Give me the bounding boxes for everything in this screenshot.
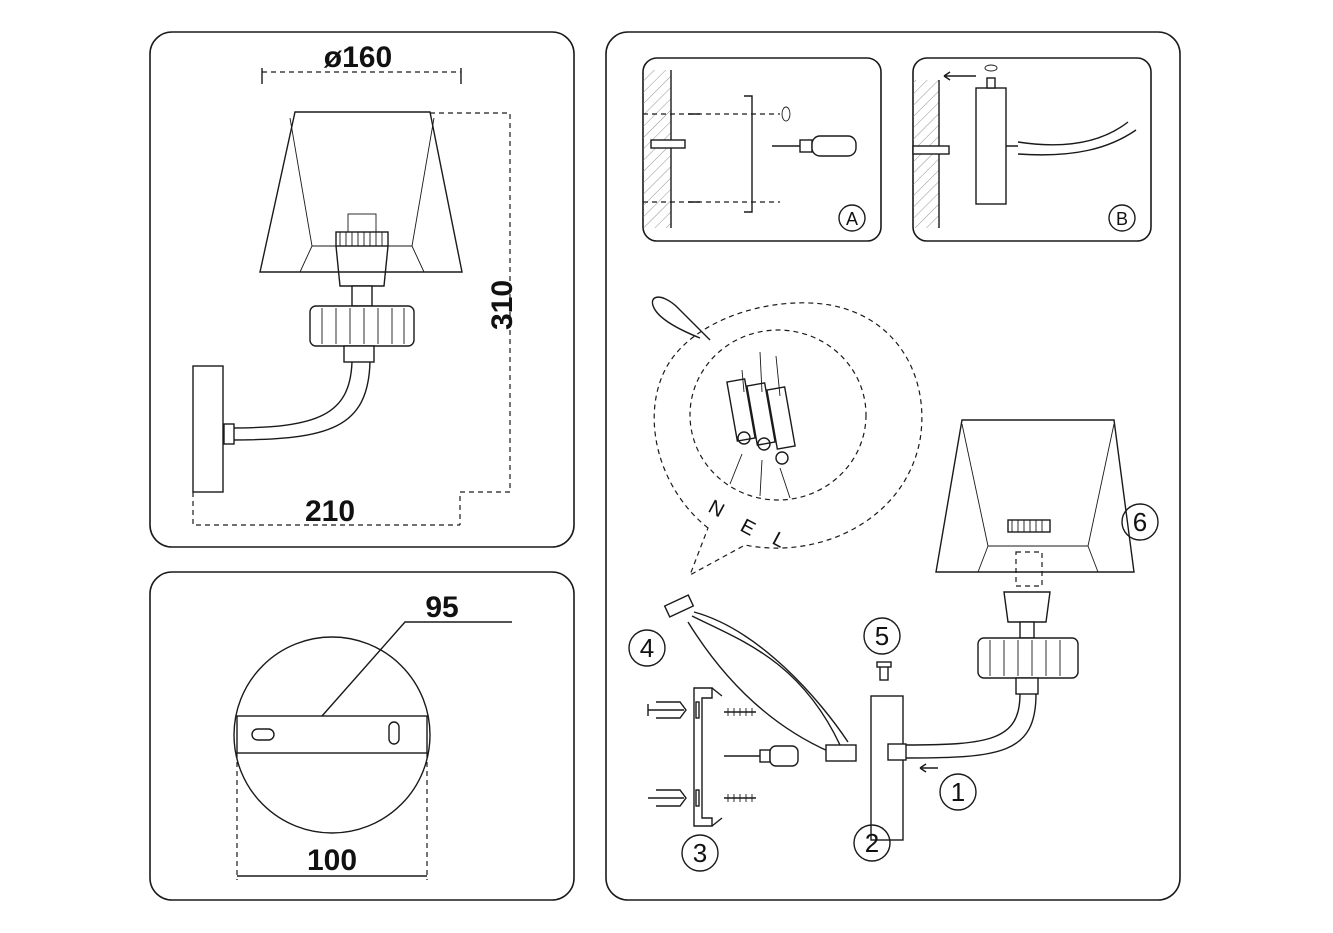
lamp-shade-side	[259, 111, 463, 273]
dimension-height-label: 310	[486, 280, 519, 330]
dimension-hole-spacing-label: 95	[425, 591, 458, 624]
detail-b: B	[912, 57, 1152, 242]
step-6-label: 6	[1133, 507, 1147, 537]
dimension-depth-label: 210	[305, 495, 355, 528]
step-3-bracket	[647, 687, 799, 827]
step-4-connector	[663, 594, 857, 762]
step-markers: 1 2 3 4 5 6	[628, 503, 1159, 872]
dimension-mount-width-label: 100	[307, 844, 357, 877]
wiring-callout: N E L	[651, 296, 923, 577]
detail-a: A	[642, 57, 882, 242]
detail-b-label: B	[1116, 209, 1128, 229]
detail-a-label: A	[846, 209, 858, 229]
dimension-diameter-label: ø160	[324, 41, 392, 74]
step-4-label: 4	[640, 633, 654, 663]
lamp-body-side	[192, 245, 415, 493]
step-6-lamp-assembly	[887, 419, 1135, 761]
step-3-label: 3	[693, 838, 707, 868]
step-5-label: 5	[875, 621, 889, 651]
step-2-wall-plate	[870, 661, 938, 841]
step-2-label: 2	[865, 828, 879, 858]
installation-panel: A B	[605, 31, 1181, 901]
step-1-label: 1	[951, 777, 965, 807]
dimension-panel-side: ø160 310 210	[149, 31, 575, 548]
dimension-panel-mount: 95 100	[149, 571, 575, 901]
